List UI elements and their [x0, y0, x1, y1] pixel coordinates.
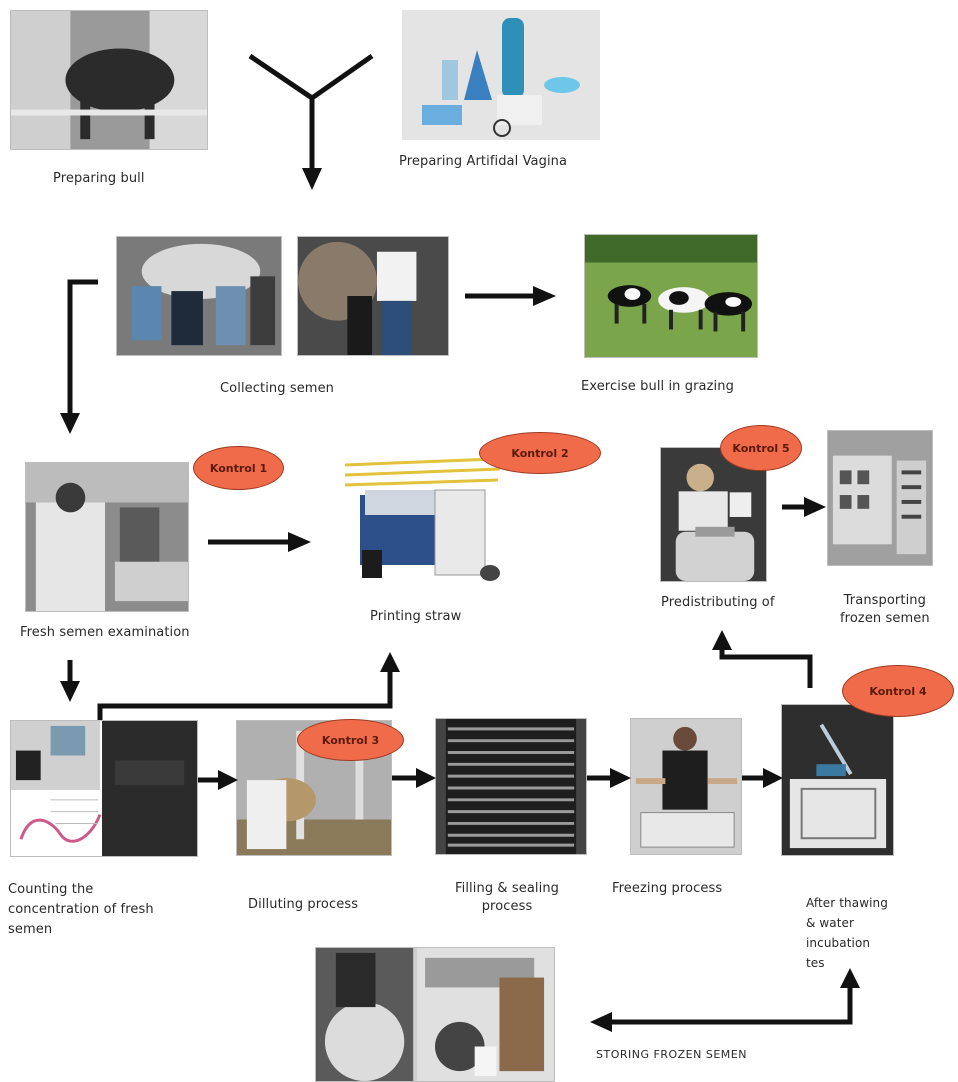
label-diluting: Dilluting process: [248, 897, 359, 912]
label-storing: STORING FROZEN SEMEN: [596, 1048, 747, 1061]
label-printing-straw: Printing straw: [370, 609, 462, 624]
label-filling: Filling & sealing process: [455, 880, 559, 916]
photo-transporting-frozen-semen: [827, 430, 933, 566]
label-preparing-bull: Preparing bull: [53, 171, 145, 186]
label-transporting-line2: frozen semen: [840, 611, 930, 626]
label-transporting-line1: Transporting: [843, 593, 926, 608]
photo-predistributing: [660, 447, 767, 582]
photo-fresh-semen-examination: [25, 462, 189, 612]
photo-exercise-bull: [584, 234, 758, 358]
photo-storing-frozen-semen: [315, 947, 555, 1082]
label-collecting-semen: Collecting semen: [220, 381, 335, 396]
label-counting-line2: concentration of fresh: [8, 902, 154, 917]
label-thawing: After thawing & water incubation tes: [806, 893, 888, 973]
label-exercise-bull: Exercise bull in grazing: [581, 379, 734, 394]
kontrol-2-badge: Kontrol 2: [479, 432, 601, 474]
photo-counting-concentration: [10, 720, 198, 857]
label-freezing: Freezing process: [612, 881, 723, 896]
kontrol-3-badge: Kontrol 3: [297, 719, 404, 761]
photo-collecting-semen-2: [297, 236, 449, 356]
label-filling-line2: process: [481, 899, 533, 914]
label-thawing-line3: incubation: [806, 936, 871, 950]
photo-filling-sealing: [435, 718, 587, 855]
photo-printing-straw: [340, 455, 515, 595]
label-counting-line1: Counting the: [8, 882, 94, 897]
kontrol-1-badge: Kontrol 1: [193, 446, 284, 490]
kontrol-4-badge: Kontrol 4: [842, 665, 954, 717]
label-thawing-line4: tes: [806, 956, 825, 970]
label-counting-line3: semen: [8, 922, 53, 937]
photo-preparing-bull: [10, 10, 208, 150]
label-transporting: Transporting frozen semen: [840, 592, 930, 628]
photo-artificial-vagina: [402, 10, 600, 140]
label-thawing-line2: & water: [806, 916, 855, 930]
label-fresh-exam: Fresh semen examination: [20, 625, 190, 640]
photo-collecting-semen-1: [116, 236, 282, 356]
photo-freezing-process: [630, 718, 742, 855]
kontrol-5-badge: Kontrol 5: [720, 425, 802, 471]
label-thawing-line1: After thawing: [806, 896, 888, 910]
label-preparing-av: Preparing Artifidal Vagina: [399, 154, 568, 169]
photo-after-thawing: [781, 704, 894, 856]
label-counting: Counting the concentration of fresh seme…: [8, 880, 154, 940]
label-filling-line1: Filling & sealing: [455, 881, 560, 896]
label-predistributing: Predistributing of: [661, 595, 775, 610]
